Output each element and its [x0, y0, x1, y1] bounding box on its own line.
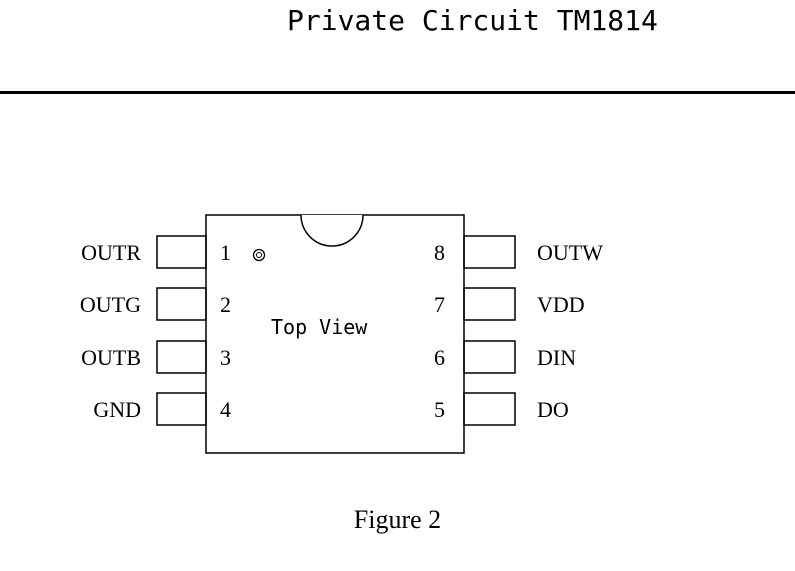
pin-name-1: OUTR: [81, 240, 141, 265]
pin-lead-6: [463, 340, 516, 374]
pin-number-1: 1: [220, 240, 231, 265]
pin-lead-8: [463, 235, 516, 269]
pin-lead-5: [463, 392, 516, 426]
pin-name-3: OUTB: [81, 345, 141, 370]
pin-number-3: 3: [220, 345, 231, 370]
pin-name-2: OUTG: [80, 292, 141, 317]
pin-number-5: 5: [434, 397, 445, 422]
pin-number-8: 8: [434, 240, 445, 265]
page-title: Private Circuit TM1814: [287, 4, 658, 37]
top-view-label: Top View: [271, 315, 368, 339]
header-divider: [0, 91, 795, 94]
pin1-marker-dot: [252, 248, 266, 262]
pin-lead-4: [156, 392, 207, 426]
figure-caption: Figure 2: [353, 505, 442, 534]
pin-lead-7: [463, 287, 516, 321]
pin-name-7: VDD: [537, 292, 585, 317]
pin-name-8: OUTW: [537, 240, 603, 265]
pin-number-4: 4: [220, 397, 231, 422]
pin-lead-2: [156, 287, 207, 321]
pin1-marker-inner: [256, 252, 262, 258]
pin-name-5: DO: [537, 397, 569, 422]
pin-lead-3: [156, 340, 207, 374]
pin-number-7: 7: [434, 292, 445, 317]
pin-number-6: 6: [434, 345, 445, 370]
orientation-notch: [300, 214, 364, 247]
pin-name-4: GND: [93, 397, 141, 422]
pin-number-2: 2: [220, 292, 231, 317]
pin-lead-1: [156, 235, 207, 269]
pin-name-6: DIN: [537, 345, 576, 370]
